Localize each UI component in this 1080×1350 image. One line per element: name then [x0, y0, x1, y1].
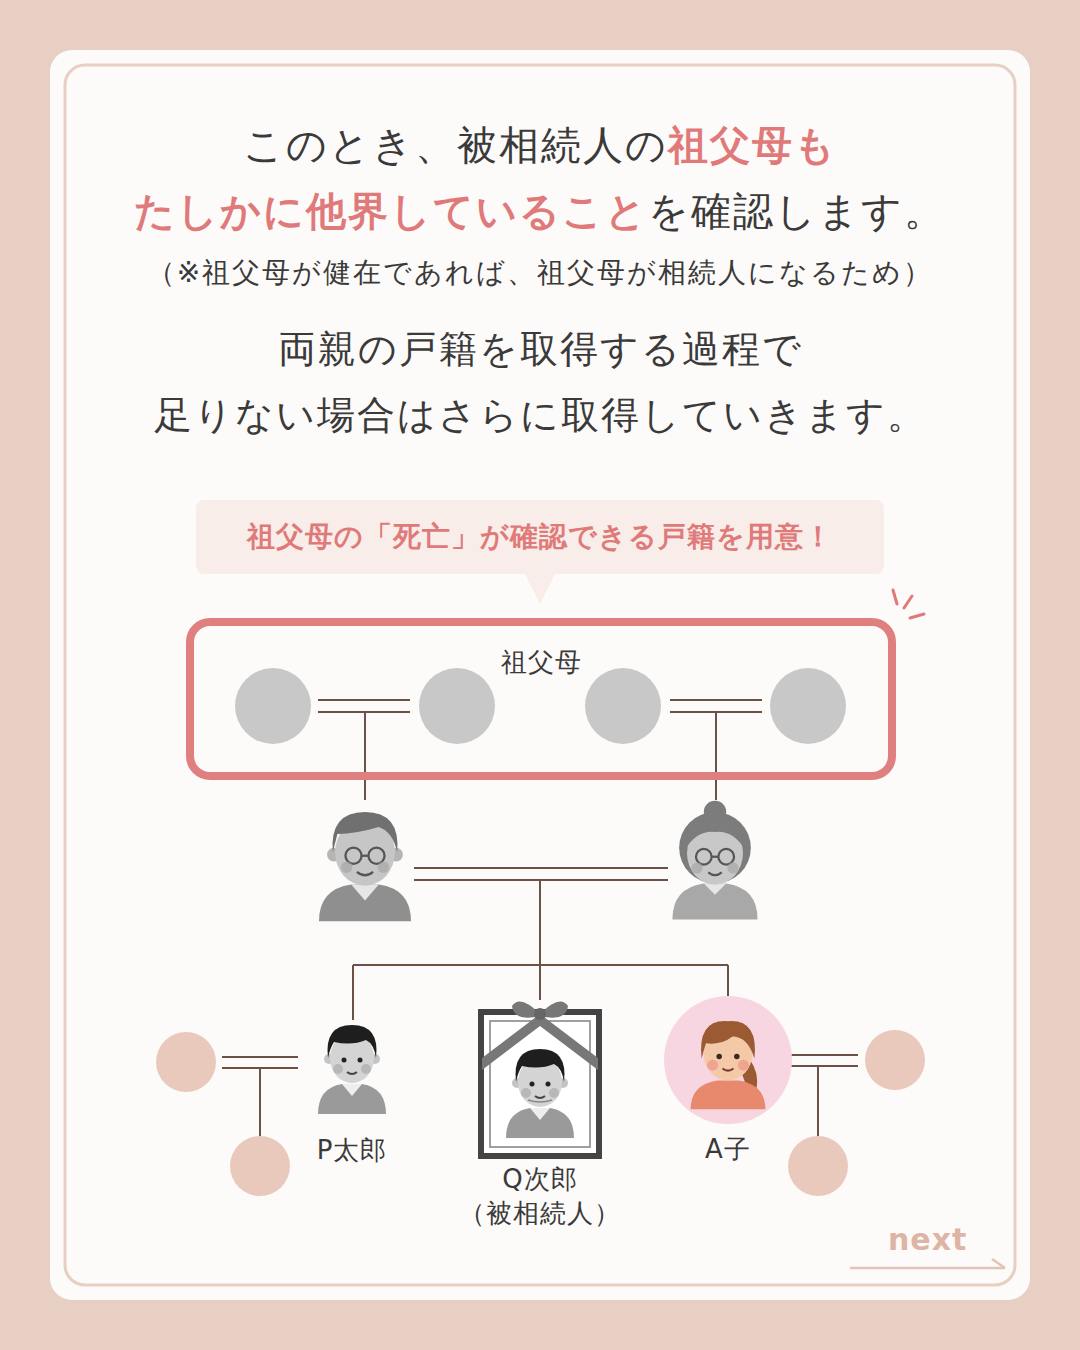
callout-tail — [524, 572, 556, 604]
node-text: 祖父母 — [501, 646, 582, 680]
heading-line: このとき、被相続人の祖父母も — [0, 118, 1080, 173]
mother-figure — [672, 801, 757, 920]
heading-line: （※祖父母が健在であれば、祖父母が相続人になるため） — [0, 254, 1080, 292]
node-text: P太郎 — [317, 1134, 388, 1168]
heading-text: このとき、被相続人の — [243, 122, 668, 168]
card-border — [65, 65, 1015, 1285]
alert-marks — [893, 590, 924, 618]
deceased-figure: Q次郎（被相続人） — [440, 1005, 640, 1231]
father-figure — [319, 812, 411, 921]
node-text: A子 — [705, 1133, 751, 1167]
heading-line: 両親の戸籍を取得する過程で — [0, 324, 1080, 375]
memorial-portrait — [481, 1002, 599, 1157]
heading-text: を確認します。 — [648, 188, 946, 234]
node-text: （被相続人） — [459, 1197, 621, 1231]
heading-line: 足りない場合はさらに取得していきます。 — [0, 390, 1080, 441]
next-arrow — [850, 1259, 1005, 1268]
child-figure: P太郎 — [287, 1010, 417, 1168]
next-label: next — [888, 1222, 967, 1257]
callout-bubble: 祖父母の「死亡」が確認できる戸籍を用意！ — [196, 500, 884, 574]
grandparents-box: 祖父母 — [186, 618, 896, 780]
node-text: 祖父母の「死亡」が確認できる戸籍を用意！ — [247, 519, 833, 555]
heading-text: たしかに他界していること — [134, 188, 648, 234]
heading-text: （※祖父母が健在であれば、祖父母が相続人になるため） — [147, 256, 933, 289]
child-figure: A子 — [658, 995, 798, 1167]
heading-text: 祖父母も — [668, 122, 837, 168]
a-ko-circle — [664, 996, 792, 1124]
heading-text: 足りない場合はさらに取得していきます。 — [154, 393, 927, 437]
node-text: Q次郎 — [502, 1163, 577, 1197]
a-ko-figure — [691, 1021, 766, 1109]
heading-text: 両親の戸籍を取得する過程で — [278, 327, 803, 371]
heading-line: たしかに他界していることを確認します。 — [0, 184, 1080, 239]
p-taro-figure — [318, 1025, 386, 1114]
grandparent-circles — [235, 668, 846, 744]
